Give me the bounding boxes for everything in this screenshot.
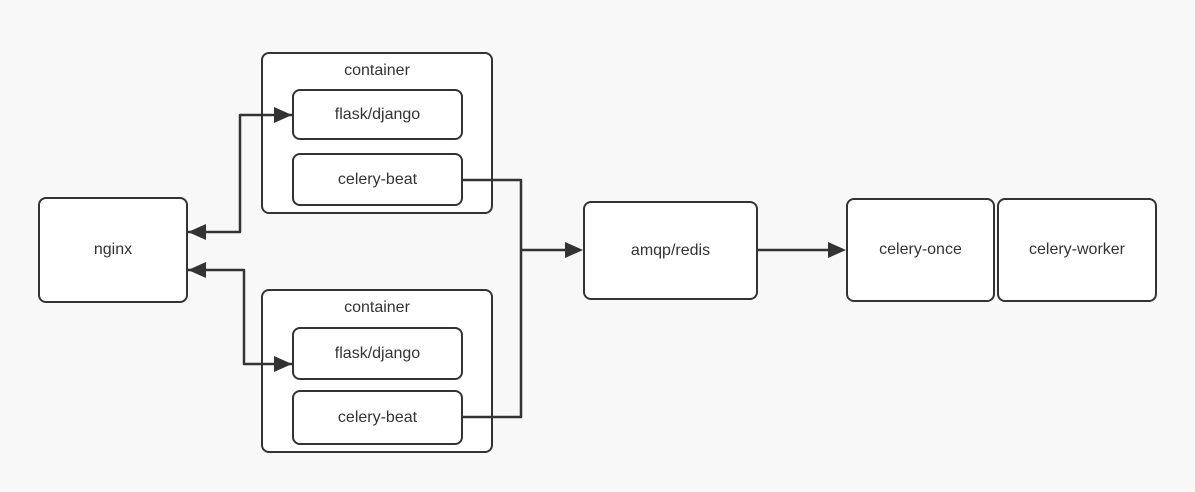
arrowhead-into-celery-once (828, 242, 846, 258)
node-flask-django-bottom-label: flask/django (334, 344, 421, 362)
node-amqp-redis: amqp/redis (583, 201, 758, 300)
node-flask-django-bottom: flask/django (292, 327, 463, 380)
node-celery-beat-top-label: celery-beat (337, 170, 418, 188)
node-nginx-label: nginx (93, 241, 133, 258)
node-nginx: nginx (38, 197, 188, 303)
node-celery-once: celery-once (846, 198, 995, 302)
node-celery-worker-label: celery-worker (1028, 241, 1125, 258)
node-celery-beat-top: celery-beat (292, 153, 463, 206)
node-container-bottom-label: container (344, 299, 410, 316)
arrowhead-into-nginx-top (188, 224, 206, 240)
node-celery-once-label: celery-once (879, 241, 962, 258)
node-container-top-label: container (344, 62, 410, 79)
node-celery-beat-bottom: celery-beat (292, 390, 463, 445)
node-flask-django-top: flask/django (292, 89, 463, 140)
node-celery-beat-bottom-label: celery-beat (337, 408, 418, 426)
node-flask-django-top-label: flask/django (334, 105, 421, 123)
node-celery-worker: celery-worker (997, 198, 1157, 302)
arrowhead-into-amqp (565, 242, 583, 258)
arrowhead-into-nginx-bottom (188, 262, 206, 278)
node-amqp-redis-label: amqp/redis (630, 241, 711, 259)
